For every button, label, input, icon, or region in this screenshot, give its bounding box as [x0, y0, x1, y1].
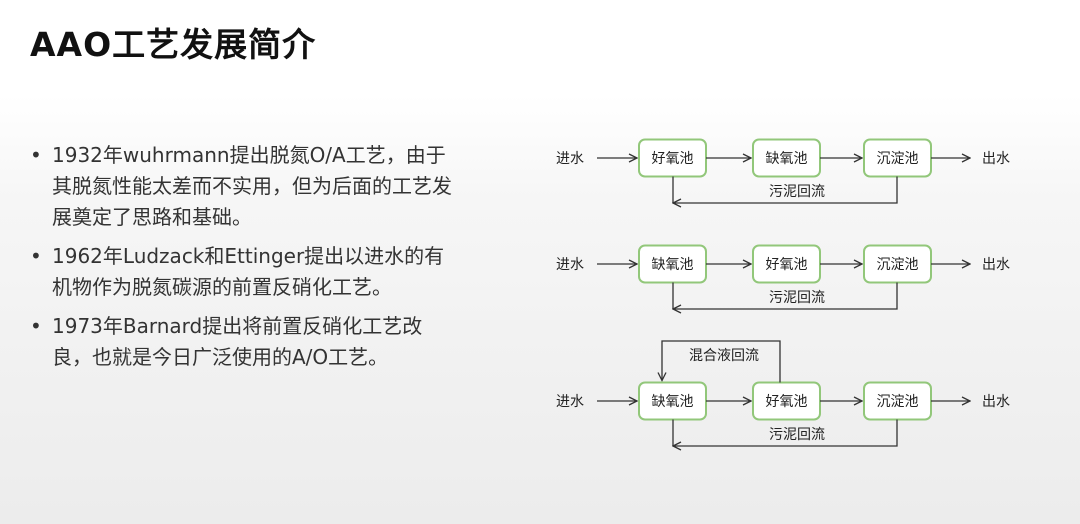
inlet-label: 进水	[556, 394, 584, 410]
sludge-return-label: 污泥回流	[769, 290, 825, 306]
bullet-item: • 1973年Barnard提出将前置反硝化工艺改良，也就是今日广泛使用的A/O工…	[30, 311, 460, 373]
inlet-label: 进水	[556, 257, 584, 273]
tank-label: 沉淀池	[877, 151, 919, 167]
tank-label: 沉淀池	[877, 257, 919, 273]
tank-label: 好氧池	[652, 151, 694, 167]
bullet-dot: •	[30, 143, 42, 167]
bullet-text: 1932年wuhrmann提出脱氮O/A工艺，由于其脱氮性能太差而不实用，但为后…	[52, 143, 452, 229]
tank-label: 好氧池	[766, 257, 808, 273]
tank-label: 缺氧池	[652, 394, 694, 410]
mixed-liquor-return-label: 混合液回流	[689, 348, 759, 364]
tank-label: 缺氧池	[766, 151, 808, 167]
bullet-text: 1962年Ludzack和Ettinger提出以进水的有机物作为脱氮碳源的前置反…	[52, 244, 445, 299]
tank-label: 好氧池	[766, 394, 808, 410]
sludge-return-arrow	[673, 176, 898, 204]
tank-label: 缺氧池	[652, 257, 694, 273]
tank-label: 沉淀池	[877, 394, 919, 410]
outlet-label: 出水	[982, 394, 1010, 410]
bullet-dot: •	[30, 244, 42, 268]
sludge-return-arrow	[673, 419, 898, 447]
sludge-return-label: 污泥回流	[769, 184, 825, 200]
mixed-liquor-return-arrow	[662, 340, 781, 383]
bullet-item: • 1962年Ludzack和Ettinger提出以进水的有机物作为脱氮碳源的前置…	[30, 241, 460, 303]
outlet-label: 出水	[982, 151, 1010, 167]
inlet-label: 进水	[556, 151, 584, 167]
bullet-item: • 1932年wuhrmann提出脱氮O/A工艺，由于其脱氮性能太差而不实用，但为…	[30, 140, 460, 233]
page-title: AAO工艺发展简介	[30, 25, 317, 64]
bullet-list: • 1932年wuhrmann提出脱氮O/A工艺，由于其脱氮性能太差而不实用，但为…	[30, 140, 460, 381]
sludge-return-label: 污泥回流	[769, 427, 825, 443]
bullet-text: 1973年Barnard提出将前置反硝化工艺改良，也就是今日广泛使用的A/O工艺…	[52, 314, 423, 369]
bullet-dot: •	[30, 314, 42, 338]
sludge-return-arrow	[673, 282, 898, 310]
outlet-label: 出水	[982, 257, 1010, 273]
